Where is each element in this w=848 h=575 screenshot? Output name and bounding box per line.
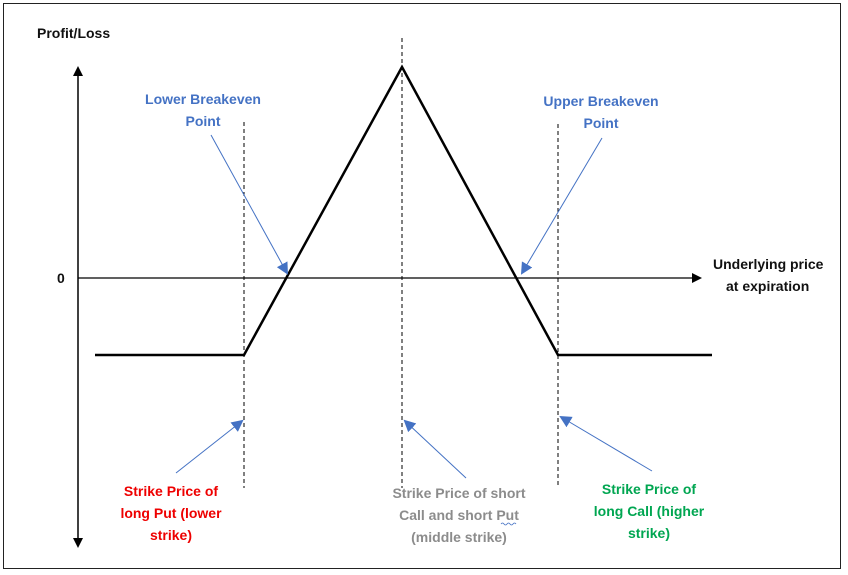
zero-label: 0 [57,270,65,286]
x-axis-label-line2: at expiration [726,278,809,294]
spellcheck-squiggle [500,522,517,526]
short-strike-arrow [403,419,467,479]
y-axis-label: Profit/Loss [37,25,110,41]
long-put-label-line3: strike) [150,527,192,543]
long-put-label-line2: long Put (lower [120,505,222,521]
diagram-frame [3,3,841,569]
upper-breakeven-arrow [520,137,603,275]
long-put-label-line1: Strike Price of [124,483,218,499]
long-call-label-line3: strike) [628,525,670,541]
upper-breakeven-label-line2: Point [584,115,619,131]
lower-breakeven-arrow [210,134,288,275]
short-strike-label-line2: Call and short Put [399,507,519,523]
short-strike-label-line3: (middle strike) [411,529,507,545]
short-strike-label-line1: Strike Price of short [392,485,525,501]
long-call-label-line1: Strike Price of [602,481,696,497]
long-put-arrow [175,419,244,474]
upper-breakeven-label-line1: Upper Breakeven [543,93,658,109]
lower-breakeven-label-line1: Lower Breakeven [145,91,261,107]
payoff-line [95,64,712,357]
long-call-label-line2: long Call (higher [594,503,705,519]
lower-breakeven-label-line2: Point [186,113,221,129]
long-call-arrow [559,415,653,472]
x-axis-label-line1: Underlying price [713,256,824,272]
